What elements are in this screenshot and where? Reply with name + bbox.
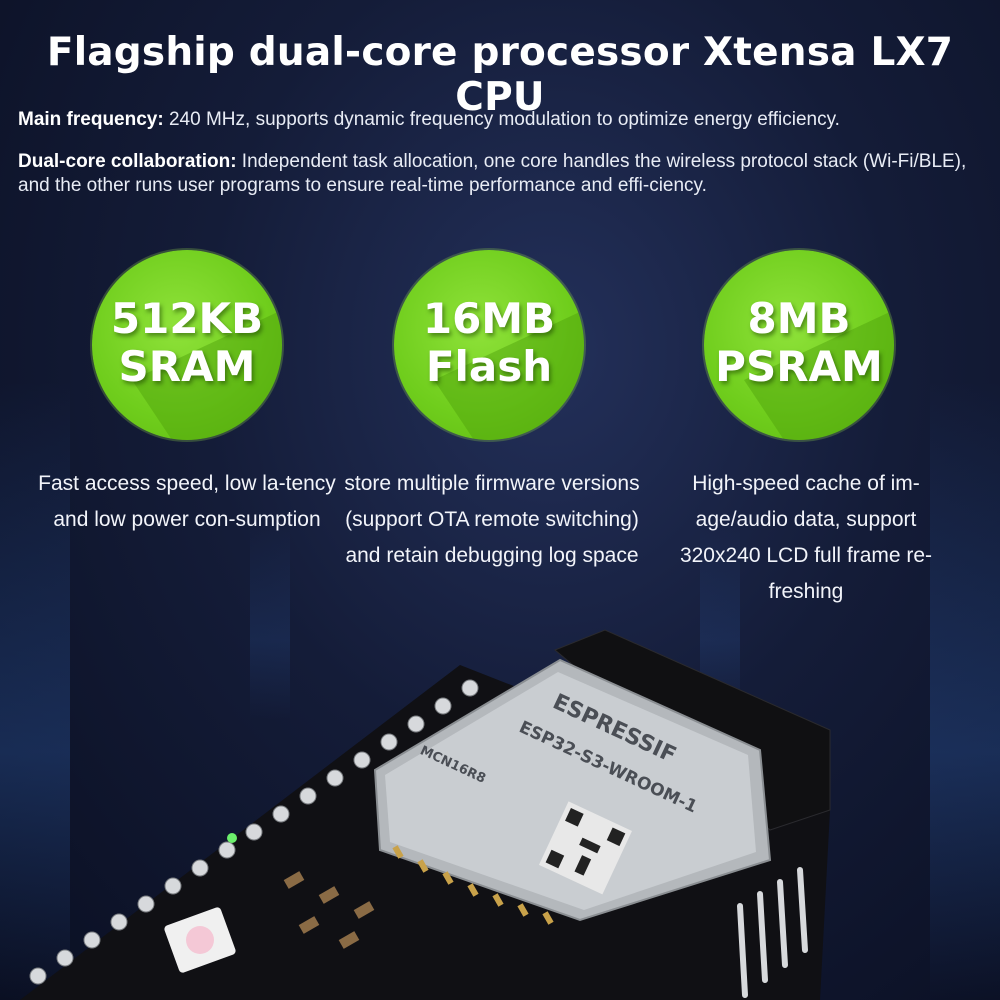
smd-components <box>283 871 375 949</box>
left-header-pins <box>29 679 479 985</box>
psram-description: High-speed cache of im-age/audio data, s… <box>679 472 933 603</box>
psram-size: 8MB <box>747 294 851 343</box>
dual-core-text: Dual-core collaboration: Independent tas… <box>18 150 980 198</box>
flash-size: 16MB <box>422 294 556 343</box>
flash-badge: 16MB Flash <box>394 250 584 440</box>
badge-shadow <box>434 310 584 440</box>
psram-label: PSRAM <box>715 342 883 391</box>
dual-core-value: Independent task allocation, one core ha… <box>18 151 967 196</box>
module-pads <box>392 845 554 925</box>
main-frequency-text: Main frequency: 240 MHz, supports dynami… <box>18 108 980 132</box>
flash-label: Flash <box>425 342 553 391</box>
sram-badge: 512KB SRAM <box>92 250 282 440</box>
power-led <box>227 833 237 843</box>
esp32-board-image: ESPRESSIF ESP32-S3-WROOM-1 MCN16R8 <box>20 629 831 1000</box>
sram-description: Fast access speed, low la-tency and low … <box>38 472 336 531</box>
page-title: Flagship dual-core processor Xtensa LX7 … <box>46 30 954 120</box>
sram-label: SRAM <box>118 342 256 391</box>
psram-badge: 8MB PSRAM <box>704 250 894 440</box>
qr-code <box>538 801 632 895</box>
badge-shadow <box>744 310 894 440</box>
flash-description: store multiple firmware versions (suppor… <box>344 472 640 567</box>
main-frequency-label: Main frequency: <box>18 109 164 130</box>
dual-core-label: Dual-core collaboration: <box>18 151 237 172</box>
badge-shadow <box>132 310 282 440</box>
main-frequency-value: 240 MHz, supports dynamic frequency modu… <box>163 109 840 130</box>
rgb-led <box>164 907 236 973</box>
right-header-pins <box>737 867 808 998</box>
sram-size: 512KB <box>110 294 264 343</box>
